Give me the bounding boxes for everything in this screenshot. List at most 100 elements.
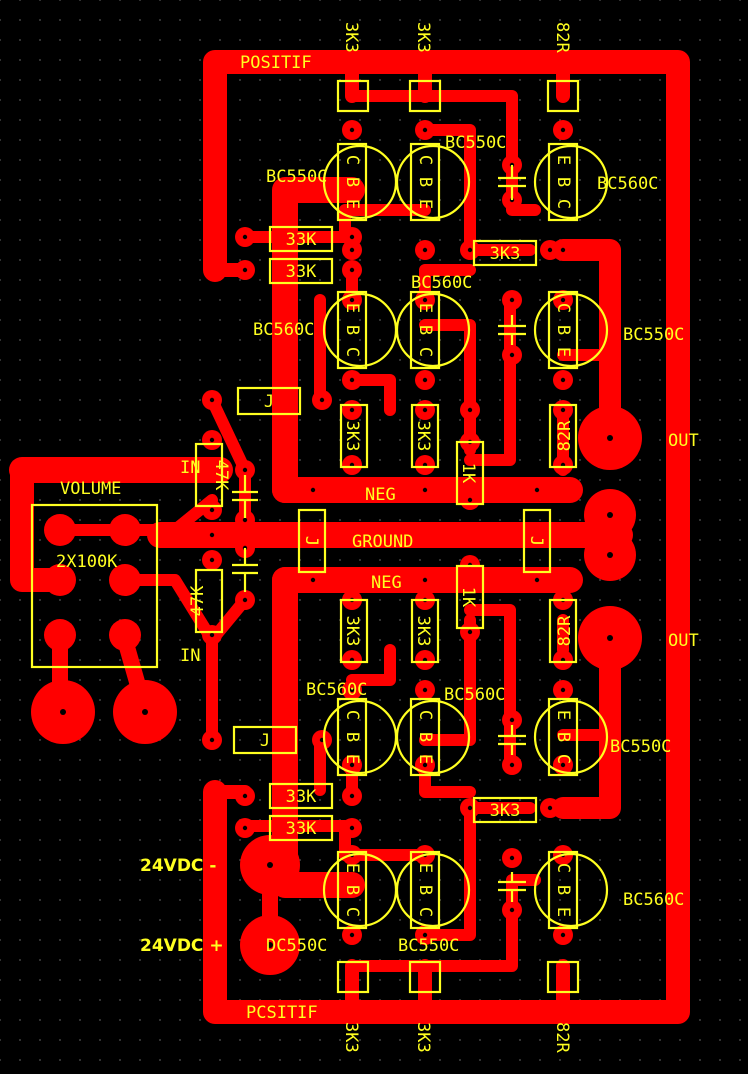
drill-hole bbox=[422, 297, 428, 303]
volume-value: 2X100K bbox=[56, 552, 118, 572]
transistor-part-label: BC560C bbox=[597, 174, 658, 194]
net-label-out: OUT bbox=[668, 631, 699, 651]
resistor-label: 33K bbox=[286, 262, 317, 282]
pin-letter: B bbox=[342, 732, 362, 742]
drill-hole bbox=[242, 597, 248, 603]
transistor-part-label: BC560C bbox=[444, 685, 505, 705]
resistor-label: 3K3 bbox=[490, 244, 521, 264]
resistor-3k3 bbox=[410, 403, 440, 469]
drill-hole bbox=[349, 377, 355, 383]
drill-hole bbox=[607, 552, 613, 558]
drill-hole bbox=[209, 532, 215, 538]
transistor-pin-row bbox=[409, 697, 441, 777]
drill-hole bbox=[509, 855, 515, 861]
drill-hole bbox=[422, 577, 428, 583]
track bbox=[552, 239, 621, 449]
drill-hole bbox=[349, 687, 355, 693]
transistor-part-label: BC560C bbox=[253, 320, 314, 340]
net-label-positif-bottom: PCSITIF bbox=[246, 1003, 318, 1023]
track bbox=[119, 574, 218, 646]
resistor-82r bbox=[548, 598, 578, 664]
drill-hole bbox=[349, 297, 355, 303]
resistor-3k3 bbox=[472, 239, 538, 267]
drill-hole bbox=[349, 407, 355, 413]
jumper bbox=[232, 725, 298, 755]
drill-hole bbox=[242, 267, 248, 273]
pin-letter: E bbox=[415, 303, 435, 313]
transistor-part-labels: BC550C BC550C BC560C BC560C BC560C BC550… bbox=[253, 133, 684, 956]
resistor-33k bbox=[268, 257, 334, 285]
pin-letter: C bbox=[553, 199, 573, 209]
drill-hole bbox=[349, 247, 355, 253]
drill-hole bbox=[467, 805, 473, 811]
pad bbox=[44, 564, 76, 596]
jumper bbox=[522, 508, 552, 574]
drill-hole bbox=[509, 907, 515, 913]
drill-hole bbox=[422, 377, 428, 383]
capacitor bbox=[498, 725, 526, 755]
transistor-pin-row bbox=[547, 850, 579, 930]
pin-letter: C bbox=[415, 347, 435, 357]
drill-hole bbox=[422, 932, 428, 938]
pin-letter: E bbox=[553, 347, 573, 357]
track bbox=[346, 90, 541, 216]
pin-letter: E bbox=[553, 710, 573, 720]
capacitors bbox=[232, 165, 526, 902]
capacitor bbox=[498, 872, 526, 902]
transistor-part-label: DC550C bbox=[266, 936, 327, 956]
track bbox=[119, 494, 218, 536]
drill-hole bbox=[547, 805, 553, 811]
drill-hole bbox=[209, 632, 215, 638]
resistor-1k bbox=[455, 440, 485, 506]
resistor-3k3 bbox=[410, 598, 440, 664]
transistor-outline: CBE bbox=[395, 697, 471, 777]
transistor-part-label: BC550C bbox=[445, 133, 506, 153]
resistor-47k bbox=[194, 568, 224, 634]
pin-letter: B bbox=[553, 885, 573, 895]
resistor-3k3 bbox=[339, 403, 369, 469]
drill-hole bbox=[560, 932, 566, 938]
transistor-pin-row bbox=[409, 850, 441, 930]
drill-hole bbox=[467, 247, 473, 253]
drill-hole bbox=[242, 825, 248, 831]
square-pad bbox=[408, 960, 442, 994]
transistor-body bbox=[395, 699, 471, 775]
drill-hole bbox=[467, 497, 473, 503]
track bbox=[419, 802, 536, 941]
pin-letter: C bbox=[342, 155, 362, 165]
track bbox=[239, 820, 431, 861]
transistor-outline: EBC bbox=[533, 697, 609, 777]
transistor-body bbox=[533, 852, 609, 928]
pad bbox=[44, 619, 76, 651]
transistor-body bbox=[395, 144, 471, 220]
jumper bbox=[297, 508, 327, 574]
pin-letter: B bbox=[415, 732, 435, 742]
resistor-label: 3K3 bbox=[342, 616, 362, 647]
silkscreen-labels: POSITIF PCSITIF NEG NEG GROUND OUT OUT I… bbox=[56, 53, 699, 1023]
transistor-pin-row bbox=[336, 697, 368, 777]
transistor-pin-row bbox=[547, 697, 579, 777]
drill-hole bbox=[60, 709, 66, 715]
drill-hole bbox=[349, 932, 355, 938]
transistor-part-label: BC550C bbox=[266, 167, 327, 187]
drill-hole bbox=[422, 247, 428, 253]
resistor-33k bbox=[268, 782, 334, 810]
drill-hole bbox=[267, 942, 273, 948]
transistor-outline: CBE bbox=[395, 142, 471, 222]
pin-letter: B bbox=[342, 325, 362, 335]
edge-label-top: 3K3 bbox=[341, 22, 361, 53]
drill-hole bbox=[349, 793, 355, 799]
pin-letter: C bbox=[553, 303, 573, 313]
jumpers: J J J J bbox=[232, 386, 552, 755]
edge-label-top: 82R bbox=[552, 22, 572, 53]
pad bbox=[109, 619, 141, 651]
volume-potentiometer bbox=[30, 503, 159, 669]
pin-letter: B bbox=[415, 325, 435, 335]
square-pad bbox=[546, 79, 580, 113]
resistor-label: 33K bbox=[286, 787, 317, 807]
transistor-pin-row bbox=[336, 142, 368, 222]
volume-title: VOLUME bbox=[60, 479, 121, 499]
volume-outline bbox=[30, 503, 159, 669]
drill-hole bbox=[422, 487, 428, 493]
